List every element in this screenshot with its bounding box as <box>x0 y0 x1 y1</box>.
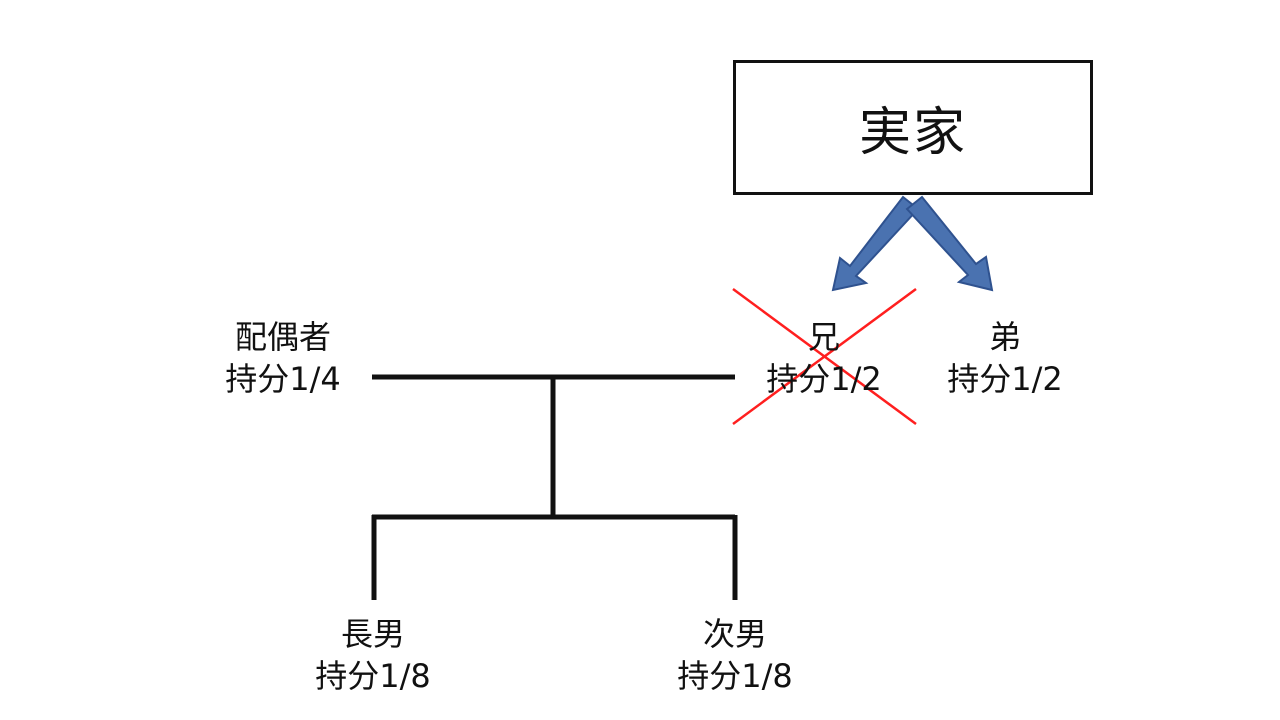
spouse-name: 配偶者 <box>234 318 331 356</box>
second-son-node: 次男 持分1/8 <box>655 613 815 697</box>
second-son-name: 次男 <box>702 615 767 653</box>
spouse-node: 配偶者 持分1/4 <box>203 316 363 400</box>
eldest-son-name: 長男 <box>340 615 405 653</box>
second-son-share: 持分1/8 <box>677 657 793 695</box>
elder-brother-node: 兄 持分1/2 <box>744 316 904 400</box>
family-home-box: 実家 <box>733 60 1093 195</box>
family-home-label: 実家 <box>858 103 967 163</box>
younger-brother-node: 弟 持分1/2 <box>925 316 1085 400</box>
arrow-to-younger-brother <box>905 195 994 292</box>
elder-brother-share: 持分1/2 <box>766 360 882 398</box>
younger-brother-name: 弟 <box>988 318 1021 356</box>
eldest-son-share: 持分1/8 <box>315 657 431 695</box>
eldest-son-node: 長男 持分1/8 <box>293 613 453 697</box>
cross-stroke-2 <box>732 287 917 426</box>
spouse-share: 持分1/4 <box>225 360 341 398</box>
younger-brother-share: 持分1/2 <box>947 360 1063 398</box>
elder-brother-name: 兄 <box>807 318 840 356</box>
arrow-to-elder-brother <box>831 195 920 292</box>
